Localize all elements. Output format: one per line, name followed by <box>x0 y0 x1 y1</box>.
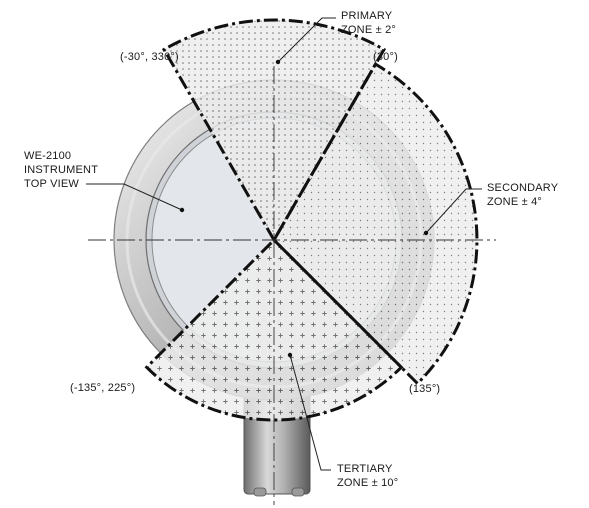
primary-zone-outline <box>161 18 387 243</box>
tertiary-leader <box>289 354 331 471</box>
secondary-zone-label-line1: SECONDARY <box>487 182 559 194</box>
primary-zone-label-line2: ZONE ± 2° <box>341 24 396 36</box>
instrument-label-line2: INSTRUMENT <box>24 164 98 176</box>
primary-zone-label-line1: PRIMARY <box>341 10 393 22</box>
secondary-zone-outline <box>272 62 479 386</box>
centerlines <box>88 66 496 505</box>
tertiary-zone-outline <box>144 237 404 422</box>
instrument-label-line3: TOP VIEW <box>24 178 79 190</box>
angle-label-135: (135°) <box>409 383 440 395</box>
secondary-leader <box>425 188 482 234</box>
angle-label-minus30: (-30°, 330°) <box>120 51 179 63</box>
annotation-labels: PRIMARY ZONE ± 2° SECONDARY ZONE ± 4° TE… <box>24 10 559 489</box>
primary-leader <box>277 17 336 63</box>
tertiary-zone-label-line2: ZONE ± 10° <box>337 477 398 489</box>
secondary-zone-sector <box>274 64 477 384</box>
leader-lines <box>86 17 482 471</box>
instrument-leader <box>86 183 183 211</box>
zone-boundaries <box>144 18 479 422</box>
angle-label-30: (30°) <box>373 51 398 63</box>
instrument-label-line1: WE-2100 <box>24 150 71 162</box>
secondary-zone-label-line2: ZONE ± 4° <box>487 196 542 208</box>
leader-dots <box>179 59 429 358</box>
tertiary-zone-label-line1: TERTIARY <box>337 463 393 475</box>
angle-label-minus135: (-135°, 225°) <box>70 382 135 394</box>
